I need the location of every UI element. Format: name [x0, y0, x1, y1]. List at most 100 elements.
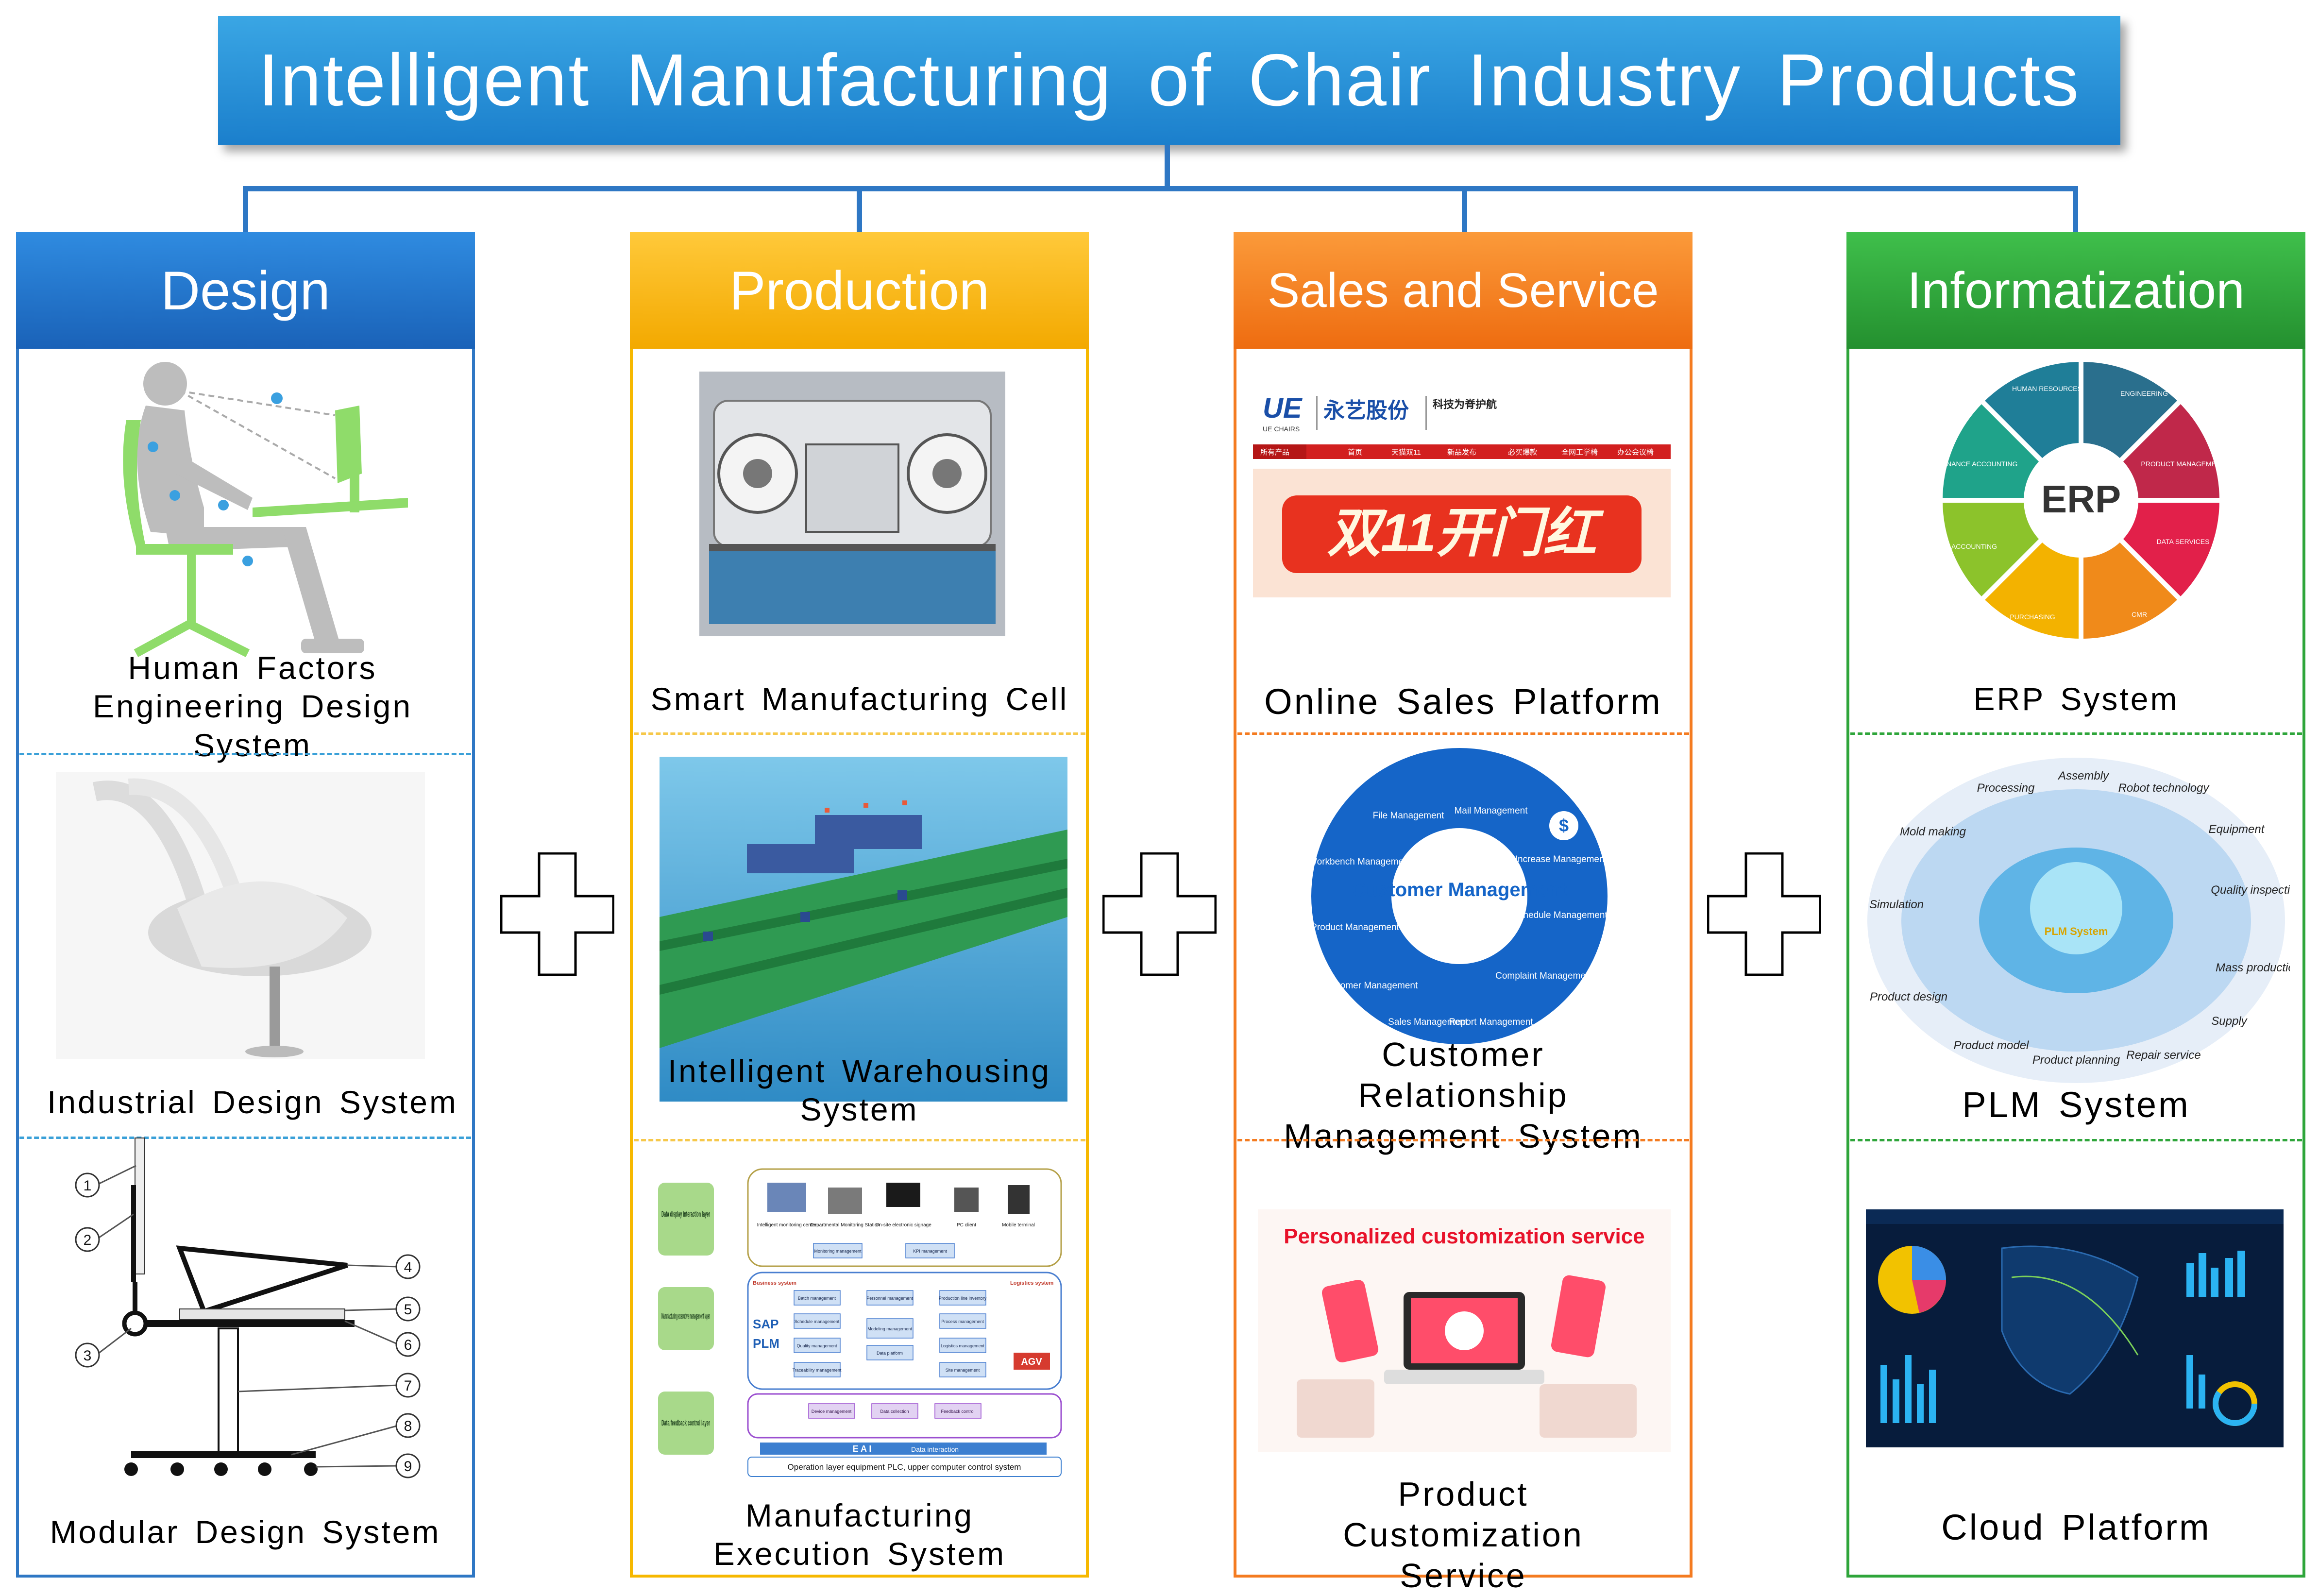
plm-center: PLM System — [2045, 925, 2108, 937]
plm-ring-item: Supply — [2211, 1015, 2248, 1028]
mes-mid-item: Production line inventory — [939, 1296, 987, 1301]
crm-segment: Customer Management — [1321, 981, 1418, 991]
plm-ring-item: Equipment — [2209, 823, 2265, 836]
mes-mid-item: Quality management — [796, 1343, 837, 1348]
mes-bottom-item: Feedback control — [941, 1409, 974, 1414]
mes-left-system: Business system — [753, 1280, 796, 1286]
heading-informatization: Informatization — [1846, 232, 2305, 349]
shop-nav-item[interactable]: 必买爆款 — [1508, 448, 1537, 457]
mes-mid-item: Logistics management — [941, 1343, 985, 1348]
shop-nav-item[interactable]: 首页 — [1348, 448, 1362, 457]
shop-nav-item[interactable]: 全网工学椅 — [1561, 448, 1598, 457]
mes-mid-item: Modeling management — [867, 1326, 912, 1331]
shop-nav-item[interactable]: 新品发布 — [1447, 448, 1476, 457]
crm-segment: Sales Management — [1388, 1017, 1468, 1027]
caption-online-sales: Online Sales Platform — [1264, 681, 1662, 722]
mes-mid-item: Monitoring management — [814, 1249, 862, 1254]
shop-nav-item[interactable]: 天猫双11 — [1391, 448, 1421, 457]
divider-design-2 — [19, 1137, 471, 1139]
caption-human-factors: Human Factors Engineering Design System — [92, 650, 413, 763]
connector-sales — [1462, 186, 1467, 232]
mes-right-system: AGV — [1021, 1357, 1042, 1367]
mes-footer: Operation layer equipment PLC, upper com… — [788, 1462, 1021, 1472]
plm-ring-item: Mold making — [1900, 825, 1966, 838]
mes-mid-item: Traceability management — [793, 1368, 842, 1373]
plm-ring: PLM System Processing Assembly Robot tec… — [1862, 753, 2290, 1088]
modular-label: 8 — [404, 1418, 412, 1434]
crm-ring: Customer Management File Management Mail… — [1306, 743, 1612, 1049]
plm-ring-item: Assembly — [2057, 769, 2110, 782]
caption-plm: PLM System — [1962, 1084, 2190, 1125]
mes-mid-item: Site management — [946, 1368, 980, 1373]
mes-eai: E A I — [853, 1444, 872, 1454]
modular-label: 5 — [404, 1302, 412, 1318]
erp-segment: ACCOUNTING — [1951, 543, 1997, 550]
erp-center: ERP — [2041, 477, 2121, 521]
mes-layer: Manufacturing executive management layer — [661, 1311, 710, 1321]
human-factors-chair-figure — [107, 352, 418, 663]
plm-ring-item: Robot technology — [2118, 781, 2210, 795]
modular-label: 9 — [404, 1459, 412, 1475]
caption-modular-design: Modular Design System — [50, 1514, 441, 1550]
erp-segment: ENGINEERING — [2120, 390, 2168, 397]
mes-top-item: Departmental Monitoring Station — [810, 1222, 880, 1228]
plm-ring-item: Mass production — [2216, 961, 2290, 974]
crm-segment: Price Increase Management — [1491, 854, 1607, 865]
warehouse-render — [660, 757, 1067, 1102]
modular-label: 2 — [84, 1232, 92, 1248]
caption-mes: Manufacturing Execution System — [713, 1497, 1006, 1572]
shop-nav-item[interactable]: 所有产品 — [1260, 448, 1289, 457]
plm-ring-item: Quality inspection — [2211, 883, 2290, 897]
white-office-chair-photo — [56, 772, 425, 1059]
heading-design: Design — [16, 232, 475, 349]
heading-production: Production — [630, 232, 1089, 349]
crm-segment: Report Management — [1449, 1017, 1533, 1027]
shop-brand-cn: 永艺股份 — [1323, 399, 1409, 423]
connector-design — [243, 186, 248, 232]
divider-design-1 — [19, 753, 471, 755]
mes-bottom-item: Data collection — [880, 1409, 909, 1414]
mes-architecture-diagram: Data display interaction layer Manufactu… — [653, 1163, 1066, 1484]
plus-icon — [1707, 852, 1821, 976]
mes-layer: Data display interaction layer — [661, 1209, 710, 1219]
shop-slogan: 科技为脊护航 — [1433, 398, 1497, 410]
modular-label: 7 — [404, 1378, 412, 1394]
plm-ring-item: Product planning — [2032, 1053, 2120, 1067]
divider-sales-2 — [1237, 1139, 1689, 1141]
erp-segment: DATA SERVICES — [2157, 538, 2210, 545]
mes-mid-item: KPI management — [913, 1249, 947, 1254]
connector-horizontal — [245, 186, 2076, 191]
mes-left-system: PLM — [753, 1336, 779, 1351]
page-title: Intelligent Manufacturing of Chair Indus… — [218, 16, 2120, 145]
crm-segment: Workbench Management — [1308, 857, 1412, 867]
mes-top-item: Intelligent monitoring center — [757, 1222, 817, 1228]
shop-nav-item[interactable]: 办公会议椅 — [1617, 448, 1654, 457]
customization-illustration: Personalized customization service — [1258, 1209, 1671, 1452]
modular-label: 4 — [404, 1259, 412, 1275]
mes-bottom-item: Device management — [812, 1409, 852, 1414]
caption-smart-cell: Smart Manufacturing Cell — [650, 681, 1069, 717]
mes-top-item: On-site electronic signage — [875, 1222, 931, 1228]
crm-center: Customer Management — [1352, 879, 1567, 900]
modular-label: 3 — [84, 1348, 92, 1364]
erp-wheel: ERP HUMAN RESOURCES ENGINEERING PRODUCT … — [1935, 355, 2227, 646]
divider-info-1 — [1850, 732, 2302, 735]
mes-eai-label: Data interaction — [911, 1445, 959, 1453]
erp-segment: PURCHASING — [2010, 613, 2055, 621]
divider-production-1 — [634, 732, 1085, 735]
divider-production-2 — [634, 1139, 1085, 1141]
plus-icon — [1102, 852, 1217, 976]
crm-segment: Product Management — [1311, 922, 1399, 933]
mes-mid-item: Batch management — [798, 1296, 836, 1301]
erp-segment: PRODUCT MANAGEMENT — [2141, 460, 2225, 468]
connector-info — [2073, 186, 2078, 232]
crm-segment: Schedule Management — [1512, 910, 1608, 920]
crm-segment: Complaint Management — [1495, 971, 1593, 981]
mes-top-item: PC client — [957, 1222, 976, 1228]
cloud-dashboard — [1866, 1209, 2284, 1447]
divider-sales-1 — [1237, 732, 1689, 735]
caption-crm: Customer Relationship Management System — [1284, 1036, 1643, 1155]
crm-segment: Mail Management — [1454, 806, 1528, 816]
caption-warehousing: Intelligent Warehousing System — [667, 1053, 1051, 1127]
erp-segment: FINANCE ACCOUNTING — [1941, 460, 2018, 468]
